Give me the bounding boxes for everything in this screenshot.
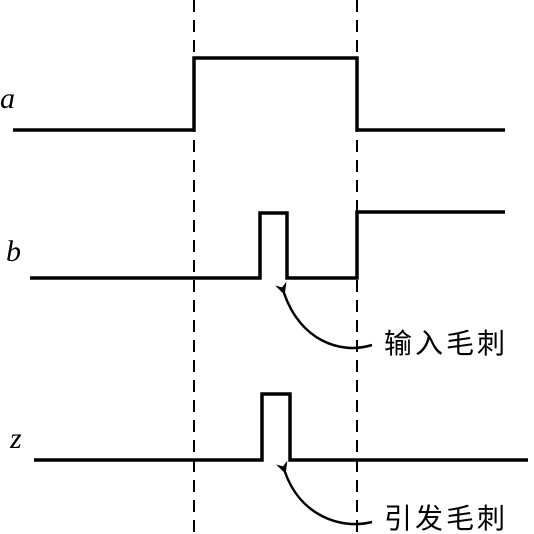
waveform-z (34, 392, 528, 462)
output-glitch-annotation: 引发毛刺 (384, 502, 509, 534)
input-glitch-arrow (275, 281, 373, 350)
signal-label-b: b (6, 235, 21, 268)
input-glitch-annotation: 输入毛刺 (384, 327, 509, 360)
output-glitch-arrow (276, 460, 373, 526)
waveform-a (13, 56, 505, 132)
signal-label-z: z (10, 422, 22, 455)
waveform-b (30, 210, 505, 280)
signal-label-a: a (0, 82, 15, 115)
